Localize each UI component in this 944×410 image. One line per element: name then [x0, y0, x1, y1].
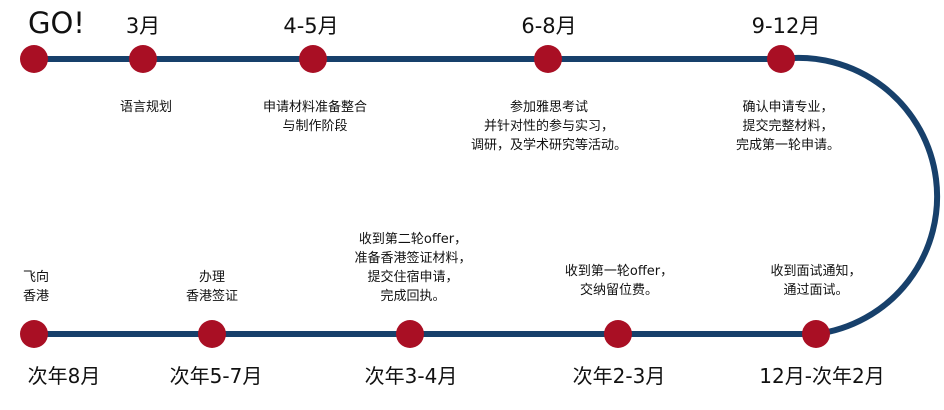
stage-desc-4-5-month: 申请材料准备整合 与制作阶段 [263, 98, 367, 136]
period-label-next-8-month: 次年8月 [27, 364, 101, 388]
desc-line: 香港 [22, 289, 50, 304]
period-label-next-2-3-month: 次年2-3月 [572, 364, 666, 388]
period-label-next-3-4-month: 次年3-4月 [364, 364, 458, 388]
node-6-8-month [534, 45, 562, 73]
node-3-4-month [396, 320, 424, 348]
node-4-5-month [299, 45, 327, 73]
desc-line: 与制作阶段 [282, 119, 348, 134]
node-8-month [20, 320, 48, 348]
desc-line: 提交住宿申请， [367, 270, 459, 285]
desc-line: 收到面试通知， [770, 264, 862, 279]
stage-desc-3-month: 语言规划 [120, 98, 172, 117]
stage-desc-5-7-month: 办理 香港签证 [186, 268, 238, 306]
node-12-2-month [802, 320, 830, 348]
desc-line: 通过面试。 [783, 283, 849, 298]
desc-line: 提交完整材料， [742, 119, 834, 134]
stage-desc-12-2-month: 收到面试通知， 通过面试。 [770, 262, 861, 300]
start-label: GO! [28, 6, 85, 40]
node-start [20, 45, 48, 73]
stage-desc-2-3-month: 收到第一轮offer， 交纳留位费。 [565, 262, 673, 300]
node-5-7-month [198, 320, 226, 348]
node-3-month [129, 45, 157, 73]
stage-desc-8-month: 飞向 香港 [23, 268, 49, 306]
desc-line: 收到第二轮offer， [358, 232, 468, 247]
desc-line: 完成回执。 [380, 289, 446, 304]
desc-line: 确认申请专业， [742, 100, 834, 115]
desc-line: 交纳留位费。 [579, 283, 659, 298]
desc-line: 语言规划 [119, 100, 173, 115]
period-label-4-5-month: 4-5月 [283, 14, 339, 38]
desc-line: 并针对性的参与实习， [483, 119, 615, 134]
period-label-9-12-month: 9-12月 [751, 14, 821, 38]
desc-line: 飞向 [22, 270, 50, 285]
desc-line: 申请材料准备整合 [262, 100, 368, 115]
node-2-3-month [604, 320, 632, 348]
stage-desc-9-12-month: 确认申请专业， 提交完整材料， 完成第一轮申请。 [736, 98, 840, 155]
timeline-path [34, 54, 941, 337]
desc-line: 完成第一轮申请。 [735, 138, 841, 153]
desc-line: 收到第一轮offer， [564, 264, 674, 279]
period-label-3-month: 3月 [125, 14, 161, 38]
desc-line: 参加雅思考试 [509, 100, 589, 115]
period-label-12-next-2-month: 12月-次年2月 [759, 364, 885, 388]
stage-desc-6-8-month: 参加雅思考试 并针对性的参与实习， 调研，及学术研究等活动。 [471, 98, 627, 155]
period-label-next-5-7-month: 次年5-7月 [169, 364, 263, 388]
desc-line: 调研，及学术研究等活动。 [470, 138, 628, 153]
stage-desc-3-4-month: 收到第二轮offer， 准备香港签证材料， 提交住宿申请， 完成回执。 [354, 230, 471, 306]
node-9-12-month [767, 45, 795, 73]
desc-line: 香港签证 [185, 289, 239, 304]
period-label-6-8-month: 6-8月 [521, 14, 577, 38]
desc-line: 准备香港签证材料， [354, 251, 472, 266]
desc-line: 办理 [198, 270, 226, 285]
